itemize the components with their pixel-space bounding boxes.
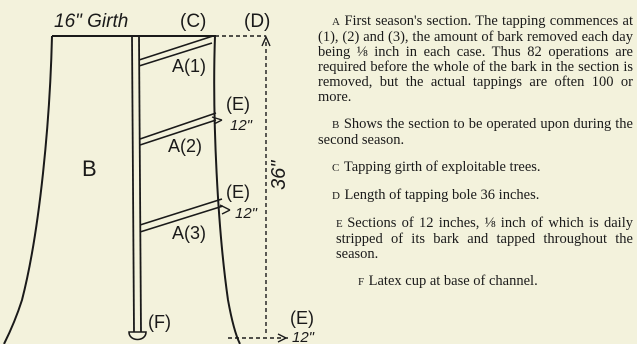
legend-a-text: First season's section. The tapping comm… xyxy=(318,13,633,105)
label-a3: A(3) xyxy=(172,223,206,243)
legend-c-key: C xyxy=(332,162,340,174)
legend-a-key: A xyxy=(332,16,341,28)
label-e-top: (E) xyxy=(226,94,250,114)
legend-f-key: F xyxy=(358,276,365,288)
central-channel-right xyxy=(138,35,142,333)
central-channel-left xyxy=(131,35,135,333)
tree-trunk-outline xyxy=(3,35,241,344)
legend-d-key: D xyxy=(332,190,341,202)
legend-c-text: Tapping girth of exploitable trees. xyxy=(343,159,541,175)
tapping-diagram: 16" Girth (C) (D) B A(1) A(2) A(3) (E) 1… xyxy=(3,11,315,344)
label-e-bottom-length: 12" xyxy=(292,329,315,344)
label-d: (D) xyxy=(244,11,270,32)
girth-label: 16" Girth xyxy=(54,11,128,32)
label-e-top-length: 12" xyxy=(230,117,253,134)
legend-f-text: Latex cup at base of channel. xyxy=(368,273,538,289)
legend-b-key: B xyxy=(332,119,340,131)
bole-length-label: 36" xyxy=(268,160,290,190)
label-f: (F) xyxy=(148,312,171,332)
label-a1: A(1) xyxy=(172,56,206,76)
legend-e-key: E xyxy=(336,218,344,230)
label-a2: A(2) xyxy=(168,136,202,156)
latex-cup xyxy=(128,331,147,341)
tapping-cut-3 xyxy=(139,198,224,233)
label-e-mid: (E) xyxy=(226,182,250,202)
legend-b-text: Shows the section to be operated upon du… xyxy=(318,116,633,148)
e-arrow-mid xyxy=(219,204,231,215)
legend-d-text: Length of tapping bole 36 inches. xyxy=(344,187,540,203)
dimension-arrow-up xyxy=(261,35,271,47)
label-e-bottom: (E) xyxy=(290,308,314,328)
tapping-cut-1 xyxy=(138,35,214,67)
e-arrow-top xyxy=(211,116,223,125)
label-c: (C) xyxy=(180,11,206,32)
e-arrow-bottom xyxy=(277,333,287,343)
tapping-cut-2 xyxy=(139,112,217,146)
label-b: B xyxy=(82,156,97,181)
legend-e-text: Sections of 12 inches, ⅛ inch of which i… xyxy=(336,215,633,262)
label-e-mid-length: 12" xyxy=(235,205,258,222)
